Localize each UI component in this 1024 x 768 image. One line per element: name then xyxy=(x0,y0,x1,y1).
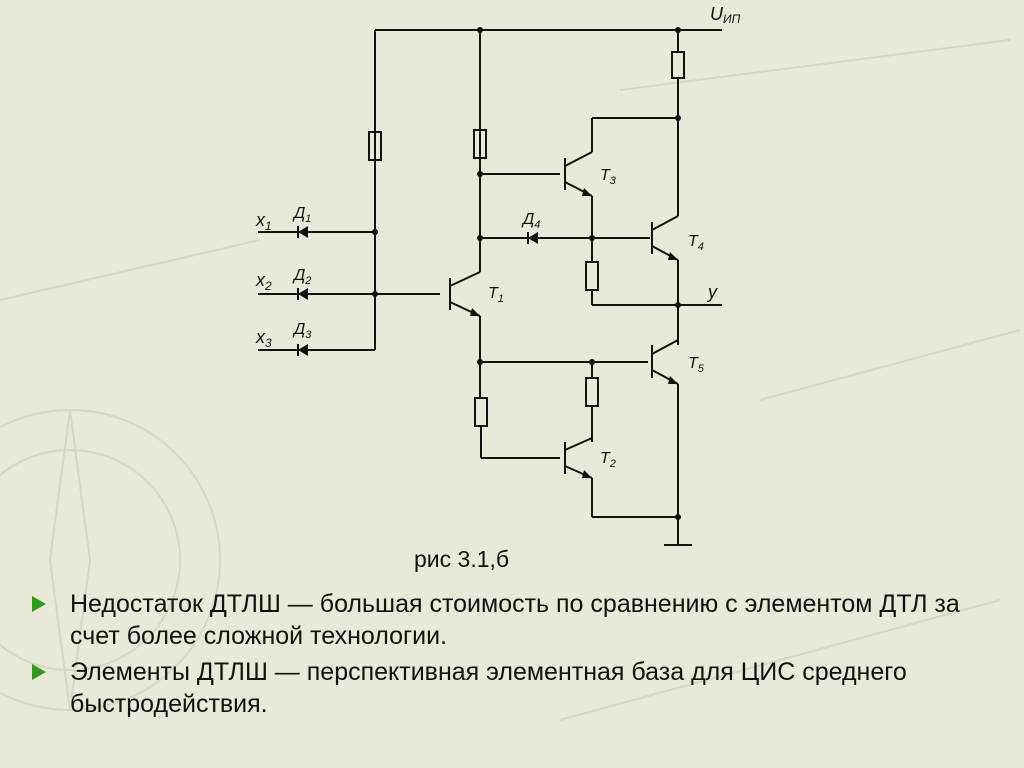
dtlsh-circuit-diagram: UИП y x1 x2 x3 Д1 Д2 Д3 Д4 T1 T2 T3 T4 T… xyxy=(255,4,741,546)
bullet-item: Элементы ДТЛШ — перспективная элементная… xyxy=(32,656,992,720)
transistor-t2-label: T2 xyxy=(600,450,616,470)
input-x3-label: x3 xyxy=(255,327,272,350)
output-label: y xyxy=(706,282,718,302)
transistor-t5-label: T5 xyxy=(688,355,705,375)
input-x1-label: x1 xyxy=(255,210,272,233)
diode-d4-label: Д4 xyxy=(521,211,540,231)
bullet-text: Недостаток ДТЛШ — большая стоимость по с… xyxy=(70,590,960,650)
diode-d3-label: Д3 xyxy=(292,321,312,341)
bullet-arrow-icon xyxy=(32,664,46,680)
bullet-text: Элементы ДТЛШ — перспективная элементная… xyxy=(70,658,907,718)
supply-label: UИП xyxy=(710,4,741,26)
diode-d1-label: Д1 xyxy=(292,205,311,225)
diode-d2-label: Д2 xyxy=(292,267,311,287)
figure-caption: рис 3.1,б xyxy=(414,546,510,572)
transistor-t4-label: T4 xyxy=(688,233,704,253)
bullet-list: Недостаток ДТЛШ — большая стоимость по с… xyxy=(32,588,992,724)
transistor-t3-label: T3 xyxy=(600,167,617,187)
bullet-arrow-icon xyxy=(32,596,46,612)
transistor-t1-label: T1 xyxy=(488,285,504,305)
bullet-item: Недостаток ДТЛШ — большая стоимость по с… xyxy=(32,588,992,652)
input-x2-label: x2 xyxy=(255,270,272,293)
